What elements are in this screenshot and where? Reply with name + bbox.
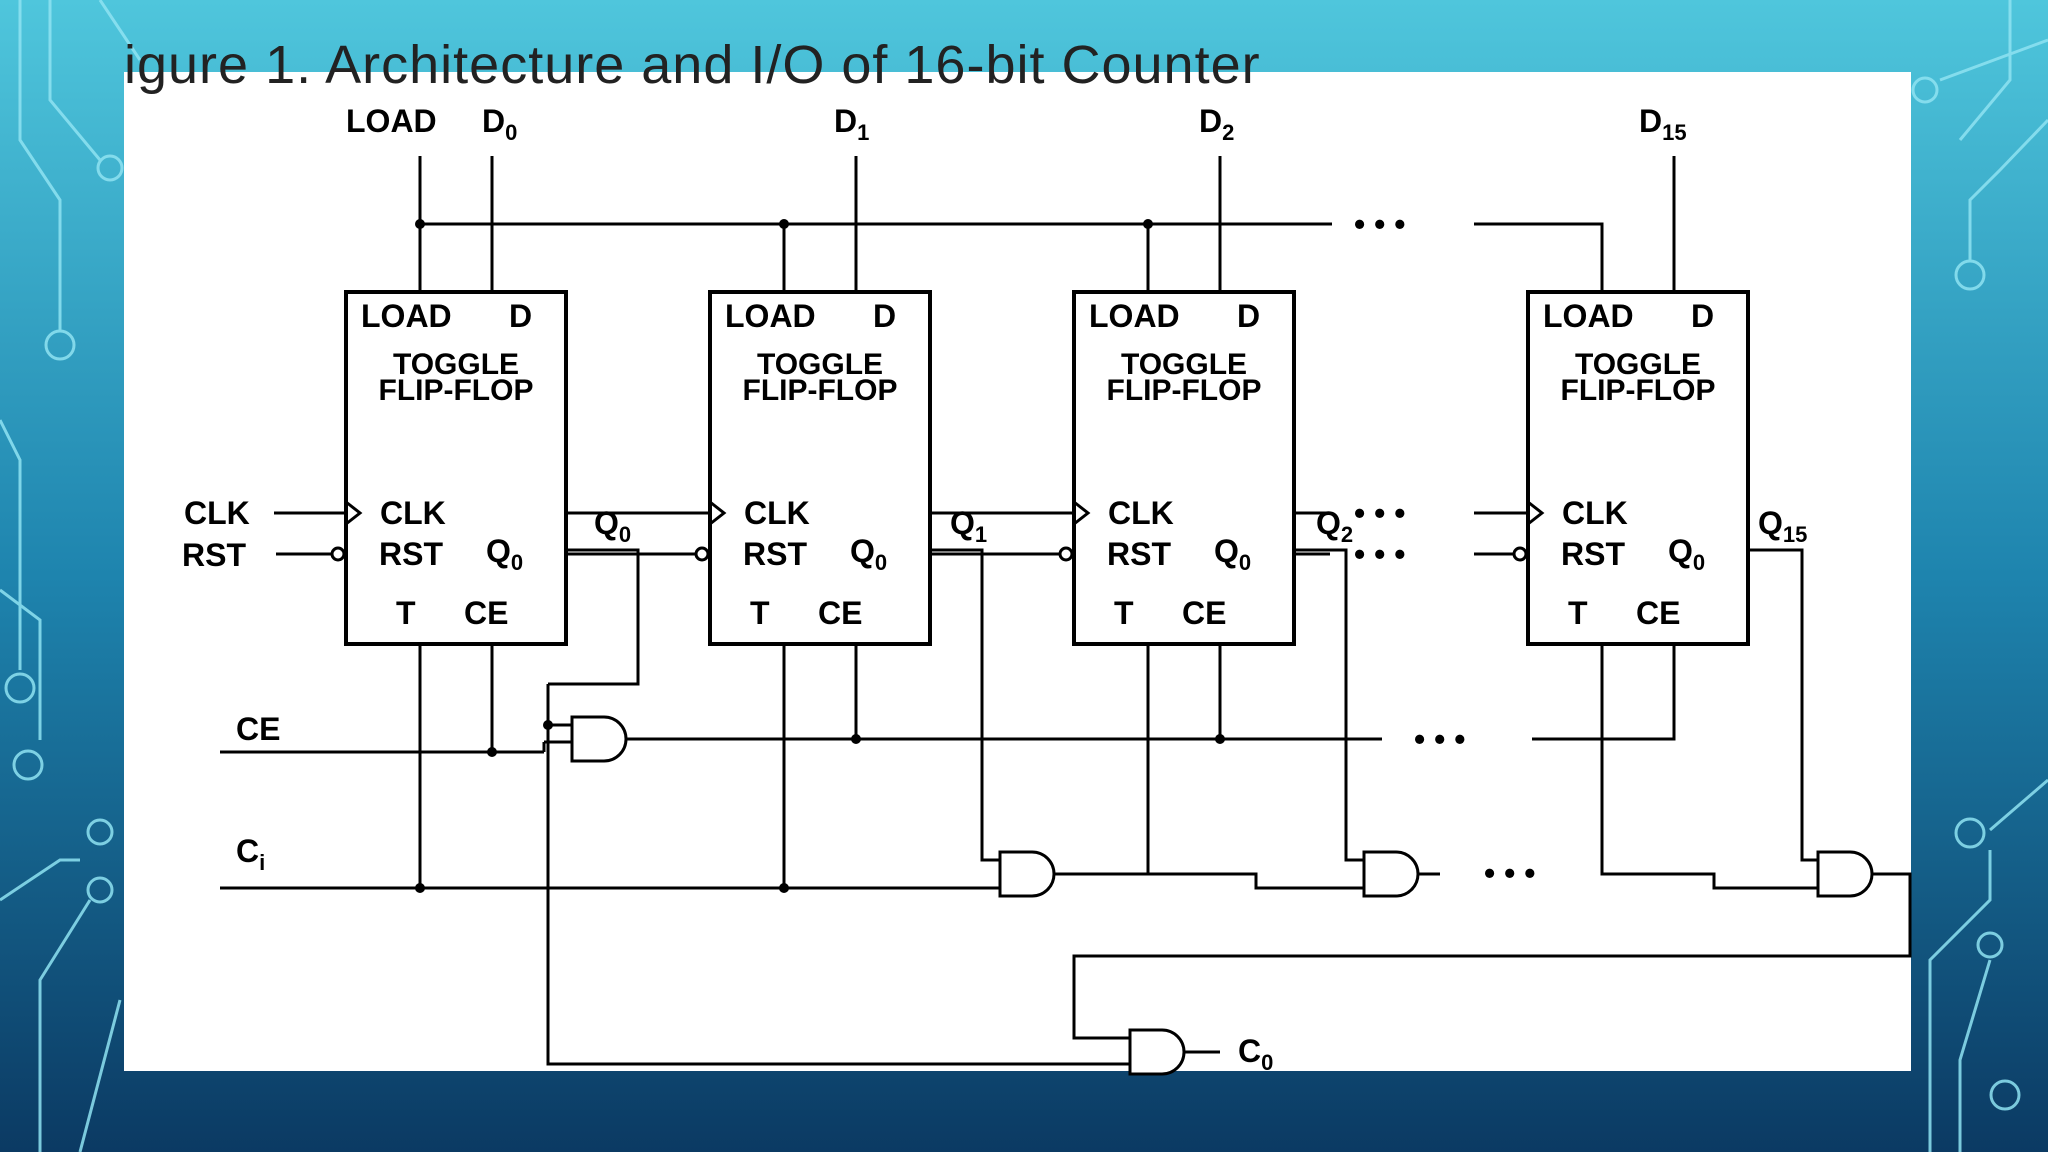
ff0-load-pin: LOAD bbox=[361, 298, 452, 334]
ce-bus-ellipsis: • • • bbox=[1414, 721, 1465, 757]
ff2-load-pin: LOAD bbox=[1089, 298, 1180, 334]
load-bus: • • • bbox=[415, 156, 1604, 292]
rst-input-label: RST bbox=[182, 537, 246, 573]
ff0-rst-pin: RST bbox=[379, 536, 443, 572]
toggle-flip-flop-1: LOAD D TOGGLE FLIP-FLOP CLK RST Q0 T CE bbox=[708, 290, 932, 646]
ff2-title-line2: FLIP-FLOP bbox=[1107, 374, 1262, 407]
ff15-rst-pin: RST bbox=[1561, 536, 1625, 572]
ff2-rst-pin: RST bbox=[1107, 536, 1171, 572]
toggle-flip-flop-15: LOAD D TOGGLE FLIP-FLOP CLK RST Q0 T CE bbox=[1526, 290, 1750, 646]
load-input-label: LOAD bbox=[346, 103, 437, 139]
co-output-label: C0 bbox=[1238, 1033, 1273, 1075]
q2-output-label: Q2 bbox=[1316, 505, 1353, 547]
ff2-title-line1: TOGGLE bbox=[1121, 348, 1247, 381]
carry-chain: • • • bbox=[220, 548, 1912, 1076]
ff15-q-pin: Q0 bbox=[1668, 533, 1705, 575]
ff1-title-line2: FLIP-FLOP bbox=[743, 374, 898, 407]
ff0-d-pin: D bbox=[509, 298, 532, 334]
q1-output-label: Q1 bbox=[950, 505, 987, 547]
ff0-q-pin: Q0 bbox=[486, 533, 523, 575]
ff15-title-line2: FLIP-FLOP bbox=[1561, 374, 1716, 407]
toggle-flip-flop-0: LOAD D TOGGLE FLIP-FLOP CLK RST Q0 T CE bbox=[344, 290, 568, 646]
ff15-d-pin: D bbox=[1691, 298, 1714, 334]
ce-bus: • • • bbox=[220, 548, 1676, 763]
ff1-d-pin: D bbox=[873, 298, 896, 334]
ff1-load-pin: LOAD bbox=[725, 298, 816, 334]
ff0-t-pin: T bbox=[396, 595, 416, 631]
load-bus-ellipsis: • • • bbox=[1354, 206, 1405, 242]
d0-input-label: D0 bbox=[482, 103, 517, 145]
figure-caption: igure 1. Architecture and I/O of 16-bit … bbox=[124, 35, 1261, 95]
carry-chain-ellipsis: • • • bbox=[1484, 855, 1535, 891]
clk-chain-ellipsis: • • • bbox=[1354, 495, 1405, 531]
ff2-t-pin: T bbox=[1114, 595, 1134, 631]
d15-input-label: D15 bbox=[1639, 103, 1687, 145]
d2-input-label: D2 bbox=[1199, 103, 1234, 145]
ff0-title-line2: FLIP-FLOP bbox=[379, 374, 534, 407]
q15-output-label: Q15 bbox=[1758, 505, 1807, 547]
ff1-t-pin: T bbox=[750, 595, 770, 631]
ff0-ce-pin: CE bbox=[464, 595, 508, 631]
data-input-lines bbox=[490, 156, 1676, 292]
counter-diagram: LOAD D0 D1 D2 D15 • • • LOAD D bbox=[182, 103, 1912, 1076]
ff2-d-pin: D bbox=[1237, 298, 1260, 334]
ff1-clk-pin: CLK bbox=[744, 495, 810, 531]
toggle-flip-flop-2: LOAD D TOGGLE FLIP-FLOP CLK RST Q0 T CE bbox=[1072, 290, 1296, 646]
ce-input-label: CE bbox=[236, 711, 280, 747]
rst-chain-ellipsis: • • • bbox=[1354, 536, 1405, 572]
ff0-title-line1: TOGGLE bbox=[393, 348, 519, 381]
ff1-q-pin: Q0 bbox=[850, 533, 887, 575]
clk-rst-chains: • • • • • • bbox=[274, 495, 1528, 572]
clk-input-label: CLK bbox=[184, 495, 250, 531]
ff1-rst-pin: RST bbox=[743, 536, 807, 572]
ff1-title-line1: TOGGLE bbox=[757, 348, 883, 381]
ff15-t-pin: T bbox=[1568, 595, 1588, 631]
q0-output-label: Q0 bbox=[594, 505, 631, 547]
d1-input-label: D1 bbox=[834, 103, 869, 145]
ff2-clk-pin: CLK bbox=[1108, 495, 1174, 531]
ff15-title-line1: TOGGLE bbox=[1575, 348, 1701, 381]
ff2-q-pin: Q0 bbox=[1214, 533, 1251, 575]
ff1-ce-pin: CE bbox=[818, 595, 862, 631]
ff15-ce-pin: CE bbox=[1636, 595, 1680, 631]
slide-image: igure 1. Architecture and I/O of 16-bit … bbox=[124, 35, 1912, 1076]
ff15-clk-pin: CLK bbox=[1562, 495, 1628, 531]
ff15-load-pin: LOAD bbox=[1543, 298, 1634, 334]
ff2-ce-pin: CE bbox=[1182, 595, 1226, 631]
ff0-clk-pin: CLK bbox=[380, 495, 446, 531]
ci-input-label: Ci bbox=[236, 833, 265, 875]
